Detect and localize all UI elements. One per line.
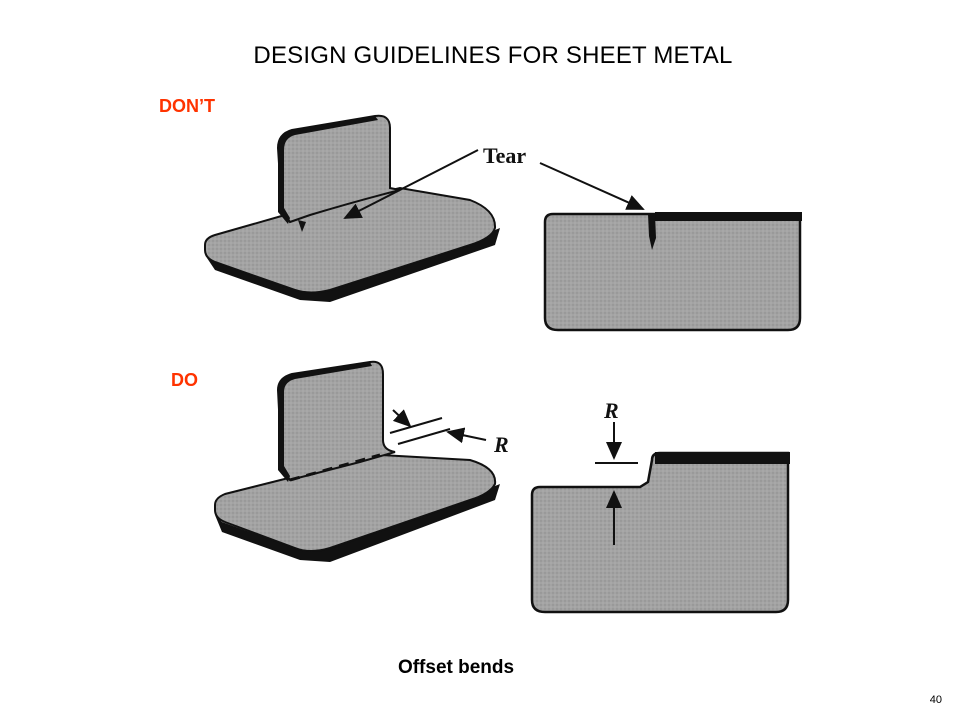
- do-label: DO: [171, 370, 198, 390]
- tear-arrow-right: [539, 162, 645, 210]
- dont-bracket-3d: [204, 114, 500, 302]
- radius-label-right: R: [603, 398, 619, 423]
- slide-title: DESIGN GUIDELINES FOR SHEET METAL: [253, 42, 733, 69]
- do-bracket-3d: [214, 360, 500, 562]
- radius-dimension-right: R: [595, 398, 638, 545]
- dont-section: [543, 212, 802, 332]
- radius-dimension-left: R: [389, 409, 509, 457]
- tear-label: Tear: [483, 143, 526, 168]
- dont-label: DON’T: [159, 96, 215, 116]
- do-section: [530, 451, 790, 614]
- tear-arrow-left: [343, 149, 479, 219]
- page-number: 40: [929, 694, 942, 706]
- figure-caption: Offset bends: [397, 657, 515, 678]
- radius-label-left: R: [493, 432, 509, 457]
